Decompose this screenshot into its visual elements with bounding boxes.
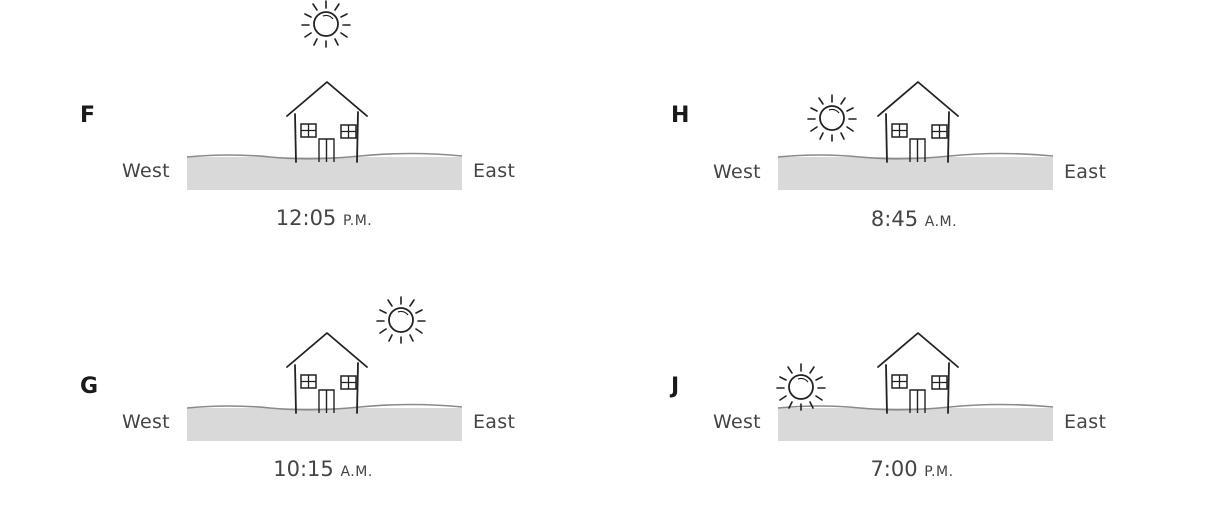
west-label: West (122, 411, 170, 433)
east-label: East (1064, 411, 1107, 433)
time-label: 12:05 P.M. (224, 206, 424, 230)
sun-icon (776, 363, 826, 411)
sun-icon (301, 0, 351, 48)
west-label: West (713, 411, 761, 433)
panel-g: G West East 10:15 A.M. (75, 252, 575, 502)
panel-h: H West East 8:45 A.M. (666, 0, 1166, 250)
ground-f (186, 152, 463, 190)
time-label: 10:15 A.M. (223, 457, 423, 481)
panel-letter: G (80, 374, 99, 399)
ground-g (186, 403, 463, 441)
time-value: 7:00 (870, 457, 918, 481)
time-label: 8:45 A.M. (814, 207, 1014, 231)
house-icon (877, 81, 959, 163)
west-label: West (122, 160, 170, 182)
west-label: West (713, 161, 761, 183)
time-value: 10:15 (273, 457, 334, 481)
east-label: East (473, 160, 516, 182)
house-icon (286, 81, 368, 163)
time-value: 8:45 (870, 207, 919, 231)
time-period: A.M. (924, 214, 958, 230)
time-label: 7:00 P.M. (812, 457, 1012, 481)
ground-j (777, 403, 1054, 441)
ground-h (777, 152, 1054, 190)
time-value: 12:05 (275, 206, 337, 230)
east-label: East (473, 411, 516, 433)
time-period: P.M. (342, 213, 373, 229)
panel-letter: J (671, 374, 680, 399)
panel-letter: F (80, 103, 96, 128)
panel-f: F West East 12:05 P.M. (75, 0, 575, 250)
panel-j: J West East 7:00 P.M. (666, 252, 1166, 502)
sun-icon (807, 94, 857, 142)
house-icon (877, 332, 959, 414)
house-icon (286, 332, 368, 414)
time-period: P.M. (924, 464, 954, 480)
east-label: East (1064, 161, 1107, 183)
sun-icon (376, 296, 426, 344)
time-period: A.M. (340, 464, 373, 480)
panel-letter: H (671, 103, 690, 128)
